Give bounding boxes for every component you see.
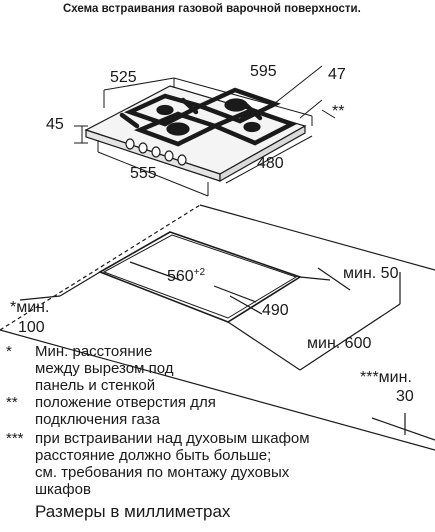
note-3-line-4: шкафов — [35, 481, 91, 498]
min-side-value: 100 — [18, 319, 45, 336]
note-1-mark: * — [6, 343, 12, 360]
worktop-drawing — [0, 204, 435, 451]
min-back-distance: мин. 50 — [343, 265, 399, 282]
cutout-width: 560+2 — [167, 267, 206, 285]
dim-bottom-width: 555 — [130, 165, 157, 182]
hob-drawing — [84, 85, 307, 183]
note-1-line-2: между вырезом под — [35, 360, 174, 377]
note-3-line-2: расстояние должно быть больше; — [35, 447, 272, 464]
page-title: Схема встраивания газовой варочной повер… — [63, 3, 361, 15]
hob-dimension-lines — [74, 65, 336, 197]
note-1-line-3: панель и стенкой — [35, 377, 156, 394]
note-2-line-2: подключения газа — [35, 411, 160, 428]
mark-gas-connection: ** — [332, 103, 345, 120]
note-2-mark: ** — [6, 394, 18, 411]
note-3-line-3: см. требования по монтажу духовых — [35, 464, 290, 481]
note-2-line-1: положение отверстия для — [35, 394, 216, 411]
note-3-mark: *** — [6, 430, 24, 447]
dim-height: 45 — [46, 116, 64, 133]
dim-depth-top: 47 — [328, 66, 346, 83]
min-below-value: 30 — [396, 388, 414, 405]
dim-width: 595 — [250, 63, 277, 80]
dim-depth: 480 — [257, 155, 284, 172]
units-note: Размеры в миллиметрах — [35, 502, 231, 521]
min-front-distance: мин. 600 — [307, 335, 372, 352]
note-1-line-1: Мин. расстояние — [35, 343, 153, 360]
cutout-depth: 490 — [262, 302, 289, 319]
dim-inner-width: 525 — [110, 69, 137, 86]
min-side-label: *мин. — [10, 299, 50, 316]
note-3-line-1: при встраивании над духовым шкафом — [35, 430, 310, 447]
min-below-label: ***мин. — [360, 369, 412, 386]
